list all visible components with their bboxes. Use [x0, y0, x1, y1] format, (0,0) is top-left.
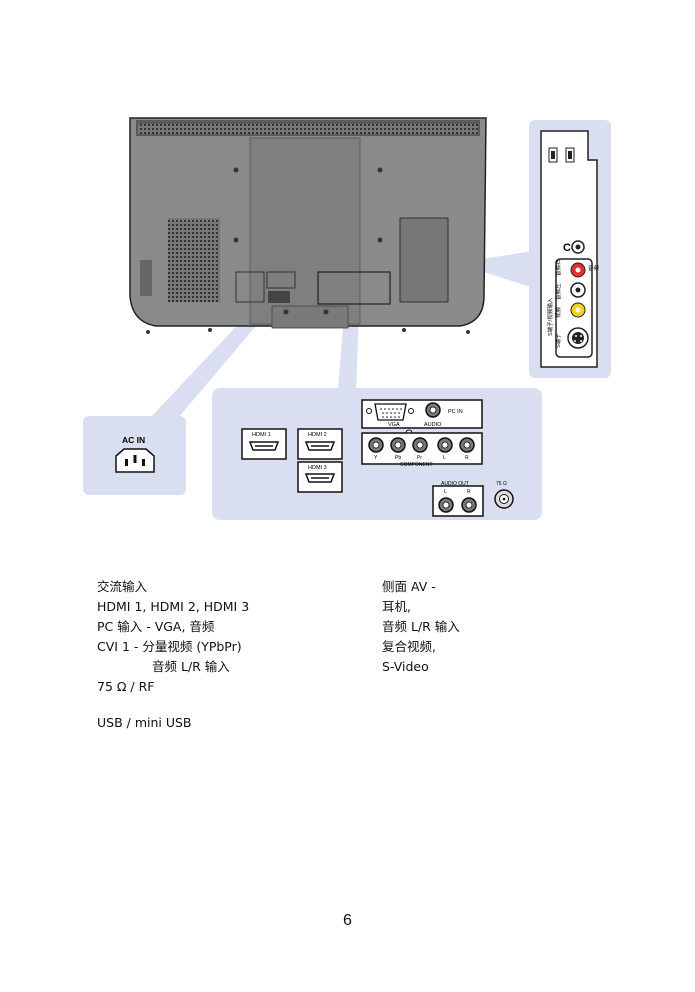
hdmi1-label: HDMI 1	[252, 432, 271, 438]
pc-in-text: PC 输入 - VGA, 音频	[97, 619, 215, 634]
side-audio-label: 音频	[588, 264, 600, 272]
vga-port	[374, 403, 407, 421]
component-group: Y Pb Pr L R COMPONENT	[361, 432, 483, 468]
mini-usb-port	[565, 147, 575, 163]
side-audio-text: 音频 L/R 输入	[382, 619, 460, 634]
side-r-label: 音频右	[554, 259, 562, 276]
comp-y-label: Y	[374, 455, 378, 461]
vga-label: VGA	[388, 422, 400, 428]
ac-in-box: AC IN	[83, 416, 186, 495]
comp-l-label: L	[443, 455, 446, 461]
ac-power-socket-icon	[115, 448, 155, 473]
comp-r-label: R	[465, 455, 469, 461]
component-jack	[368, 437, 384, 453]
rear-connector-panel: HDMI 1 HDMI 2 HDMI 3 VGA	[212, 388, 542, 520]
audio-out-label: AUDIO OUT	[441, 481, 469, 487]
audio-out-jack	[461, 497, 477, 513]
side-l-label: 音频左	[554, 283, 562, 300]
side-video-label: 视频	[554, 306, 562, 318]
hdmi2-label: HDMI 2	[308, 432, 327, 438]
side-av-panel: C 音频右 音频左 视频 S端子 S端子/视频输入 音频	[529, 120, 611, 378]
vent-grille	[168, 218, 220, 302]
headphone-text: 耳机,	[382, 599, 411, 614]
pc-in-label: PC IN	[448, 409, 463, 415]
audio-out-r-label: R	[467, 489, 471, 495]
ac-in-text: 交流输入	[97, 579, 148, 594]
side-vertical-label: S端子/视频输入	[546, 297, 554, 336]
comp-pb-label: Pb	[395, 455, 401, 461]
hdmi1-port: HDMI 1	[241, 428, 287, 460]
rf-label: 75 Ω	[496, 481, 507, 487]
hdmi3-port: HDMI 3	[297, 461, 343, 493]
hdmi3-label: HDMI 3	[308, 465, 327, 471]
audio-out-jack	[438, 497, 454, 513]
audio-out-group: AUDIO OUT L R	[432, 481, 484, 517]
component-jack	[437, 437, 453, 453]
audio-out-l-label: L	[444, 489, 447, 495]
pc-audio-label: AUDIO	[424, 422, 442, 428]
svg-text:C: C	[563, 242, 571, 254]
comp-pr-label: Pr	[417, 455, 422, 461]
pc-in-group: VGA AUDIO PC IN	[361, 399, 483, 429]
ac-callout	[150, 298, 278, 418]
usb-port	[548, 147, 558, 163]
component-jack	[459, 437, 475, 453]
page-number: 6	[343, 912, 352, 929]
side-svideo-label: S端子	[554, 333, 562, 348]
cvi-text: CVI 1 - 分量视频 (YPbPr)	[97, 639, 242, 654]
hdmi-text: HDMI 1, HDMI 2, HDMI 3	[97, 599, 250, 614]
tv-connections-diagram: C 音频右 音频左 视频 S端子 S端子/视频输入 音频 AC IN	[83, 117, 611, 520]
s-video-text: S-Video	[382, 659, 429, 674]
component-jack	[390, 437, 406, 453]
cvi-audio-text: 音频 L/R 输入	[152, 659, 230, 674]
hdmi2-port: HDMI 2	[297, 428, 343, 460]
rf-text: 75 Ω / RF	[97, 679, 155, 694]
ac-in-label: AC IN	[122, 435, 145, 445]
usb-text: USB / mini USB	[97, 715, 192, 730]
side-av-text: 侧面 AV -	[382, 579, 436, 594]
composite-text: 复合视频,	[382, 639, 436, 654]
tv-rear-body	[129, 117, 487, 334]
component-jack	[412, 437, 428, 453]
component-label: COMPONENT	[400, 462, 433, 468]
rf-antenna-port: 75 Ω	[494, 481, 514, 509]
